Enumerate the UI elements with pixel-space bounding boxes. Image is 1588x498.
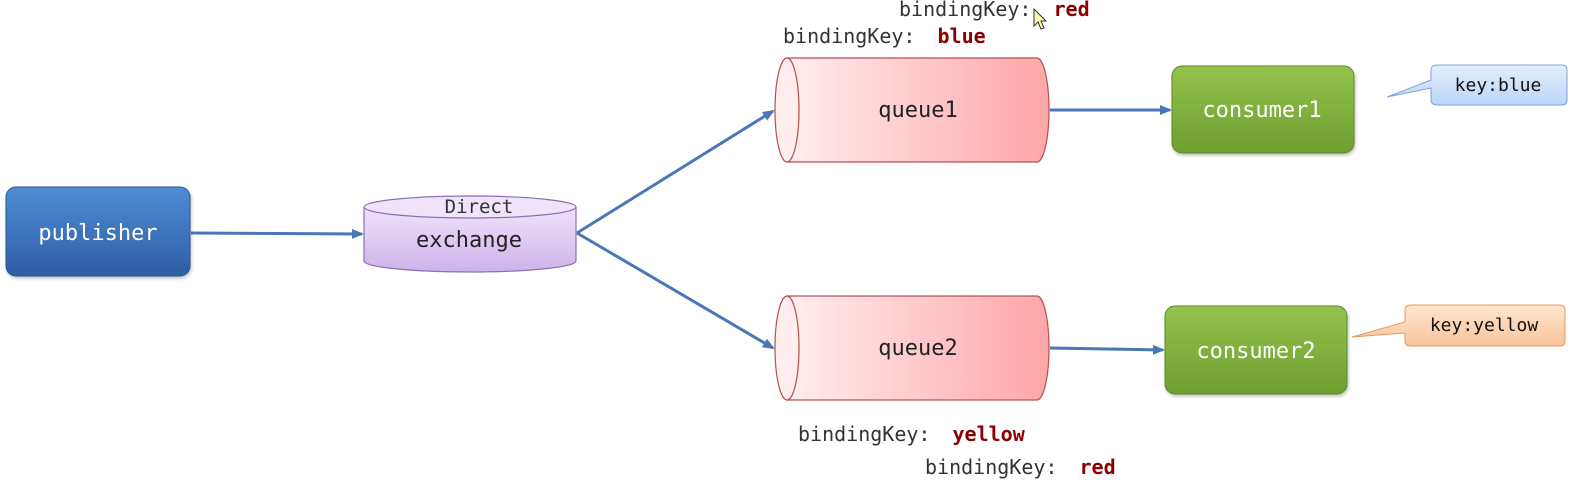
consumer1-node — [1171, 65, 1355, 154]
queue1-label: queue1 — [878, 98, 957, 123]
consumer2-node — [1164, 305, 1348, 395]
queue1-node — [774, 57, 1050, 163]
callout-key-yellow-text: key:yellow — [1430, 315, 1539, 336]
exchange-type-label: Direct — [445, 196, 514, 218]
arrow-publisher-to-exchange — [190, 228, 364, 239]
callout-key-blue — [1386, 64, 1568, 106]
exchange-label: exchange — [416, 228, 522, 253]
consumer2-label: consumer2 — [1196, 339, 1315, 364]
binding-label-queue2-red: bindingKey: red — [925, 455, 1116, 479]
arrow-exchange-to-queue2 — [576, 231, 775, 350]
exchange-node — [363, 195, 577, 273]
publisher-label: publisher — [38, 221, 157, 246]
queue2-label: queue2 — [878, 336, 957, 361]
queue2-node — [774, 295, 1050, 401]
arrow-queue2-to-consumer2 — [1049, 344, 1165, 355]
consumer1-label: consumer1 — [1202, 98, 1321, 123]
binding-label-queue1-red: bindingKey: red — [899, 0, 1090, 21]
callout-key-blue-text: key:blue — [1455, 75, 1542, 96]
callout-key-yellow — [1351, 304, 1566, 347]
binding-label-queue2-yellow: bindingKey: yellow — [798, 422, 1026, 446]
arrow-exchange-to-queue1 — [576, 109, 775, 235]
publisher-node — [5, 186, 191, 277]
mouse-cursor-icon — [1033, 7, 1048, 30]
binding-label-queue1-blue: bindingKey: blue — [783, 24, 986, 48]
